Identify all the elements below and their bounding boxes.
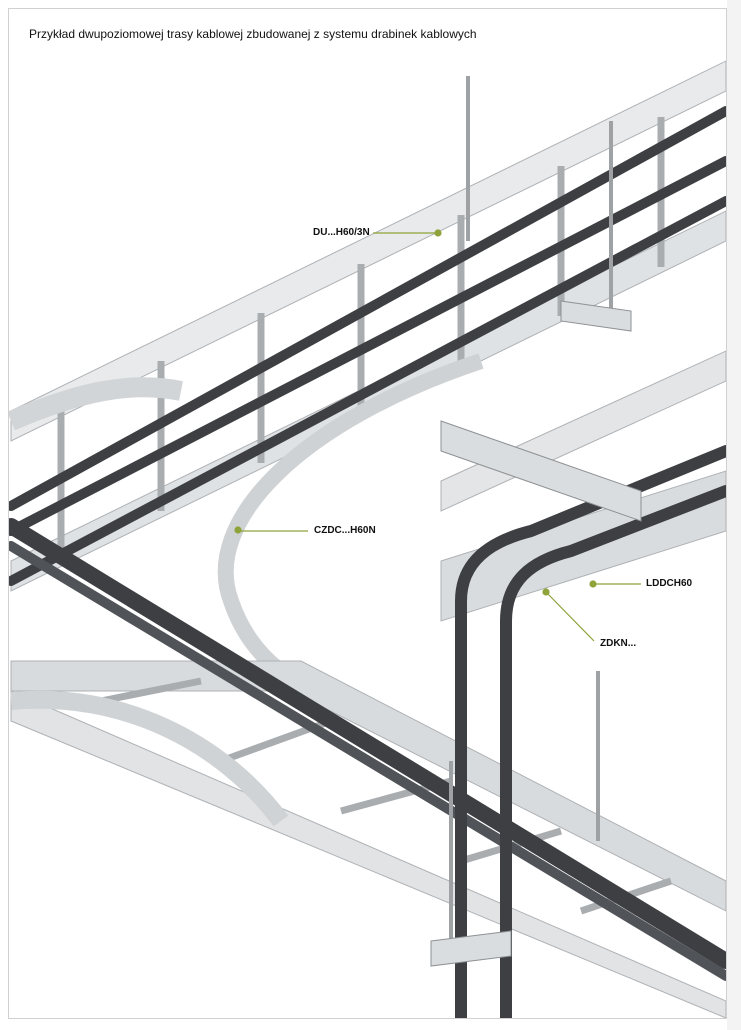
- label-lddch60: LDDCH60: [646, 578, 693, 589]
- label-zdkn: ZDKN...: [600, 638, 637, 649]
- page-title: Przykład dwupoziomowej trasy kablowej zb…: [29, 27, 477, 41]
- page-edge: [727, 0, 741, 1030]
- cables: [9, 106, 726, 1018]
- leader-lines: [234, 229, 641, 642]
- brackets: [430, 300, 642, 967]
- threaded-rods: [449, 76, 613, 951]
- label-czdc-h60n: CZDC...H60N: [314, 525, 376, 536]
- lower-cable-ladder: [10, 660, 726, 1018]
- label-du-h60: DU...H60/3N: [313, 227, 370, 238]
- illustration-frame: Przykład dwupoziomowej trasy kablowej zb…: [8, 8, 727, 1019]
- cable-ladder-illustration: [9, 60, 726, 1018]
